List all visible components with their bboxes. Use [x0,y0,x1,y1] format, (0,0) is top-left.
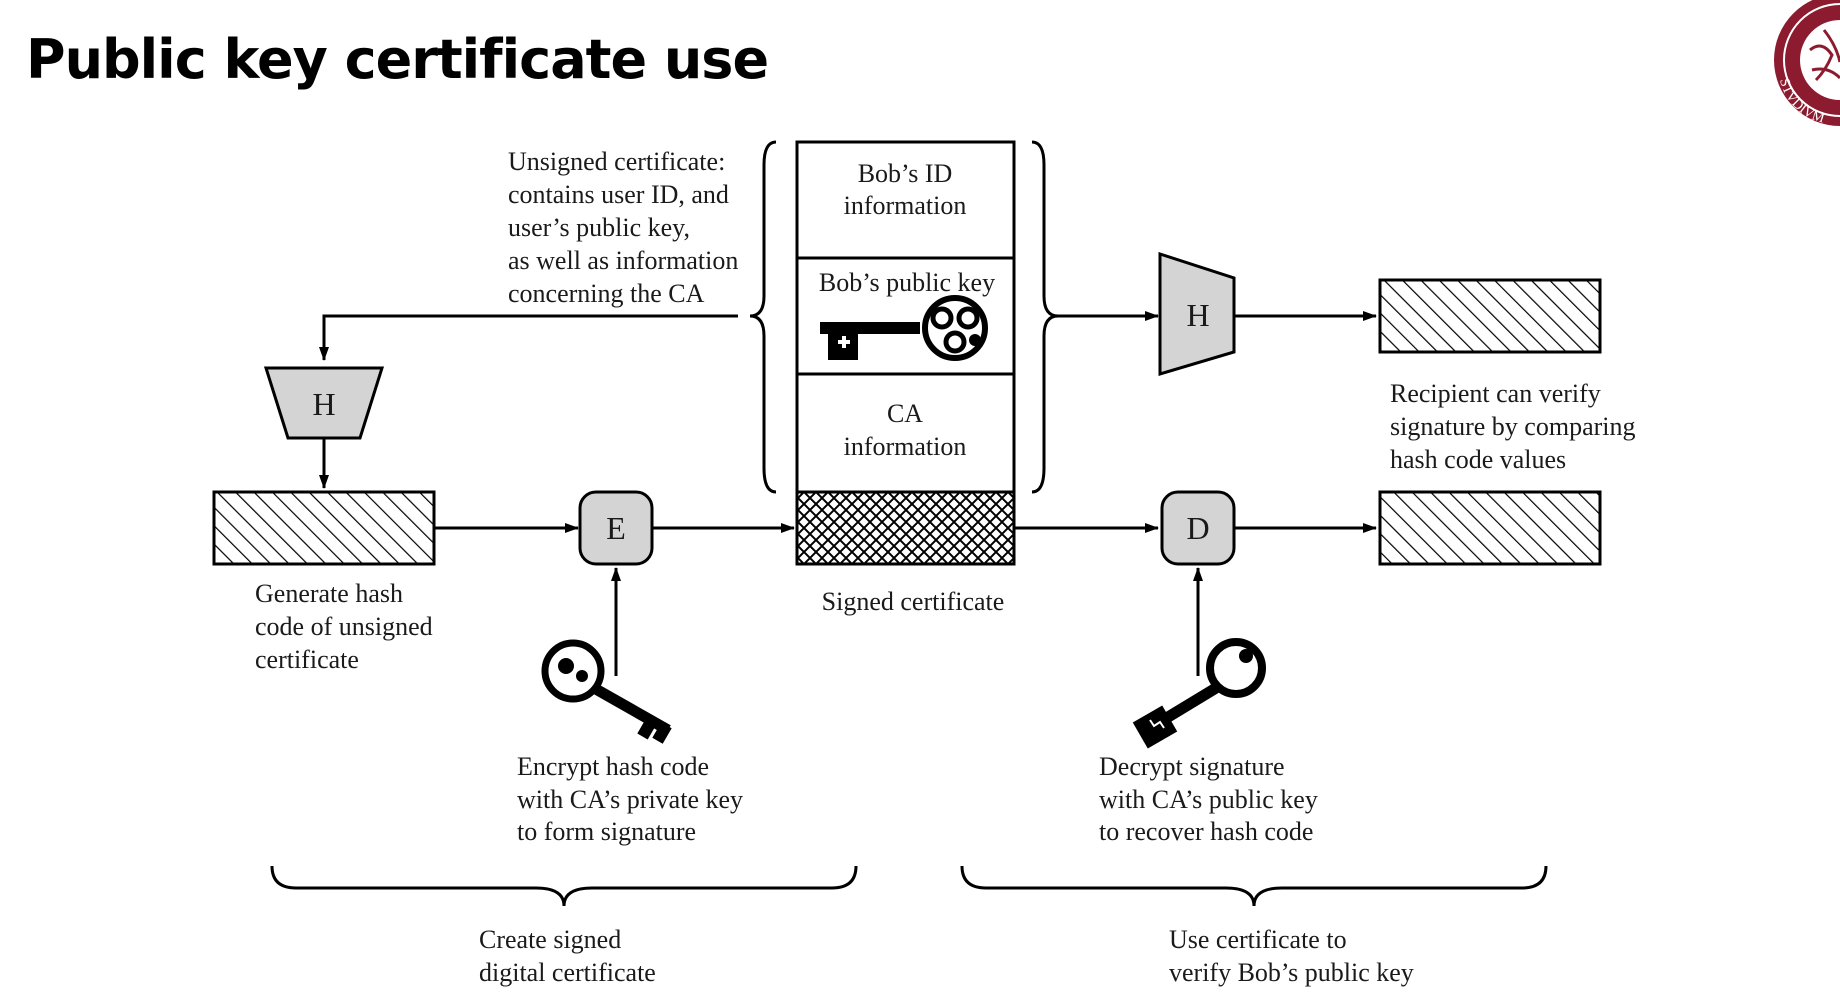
create-group-brace [270,865,858,907]
unsigned-note-line-5: concerning the CA [508,279,705,308]
signed-certificate-label: Signed certificate [822,587,1005,616]
use-group-line-2: verify Bob’s public key [1169,958,1414,987]
unsigned-note-line-2: contains user ID, and [508,180,729,209]
create-group-line-1: Create signed [479,925,621,954]
decrypted-hash-code-box [1378,490,1602,566]
generate-hash-line-2: code of unsigned [255,612,433,641]
decrypt-symbol: D [1186,510,1209,546]
encrypt-note-line-1: Encrypt hash code [517,752,709,781]
bob-public-key-label: Bob’s public key [819,268,995,297]
right-certificate-brace [1031,140,1059,494]
ca-public-key-icon [1132,638,1266,749]
unsigned-certificate-note: Unsigned certificate: contains user ID, … [508,147,738,308]
use-group-brace [960,865,1548,907]
encrypt-note-line-3: to form signature [517,817,696,846]
ca-info-label-2: information [844,432,967,461]
bob-id-label-1: Bob’s ID [858,159,953,188]
verify-note-line-1: Recipient can verify [1390,379,1601,408]
unsigned-note-line-3: user’s public key, [508,213,690,242]
encrypt-note: Encrypt hash code with CA’s private key … [517,752,743,846]
verify-note: Recipient can verify signature by compar… [1390,379,1636,474]
slide-title: Public key certificate use [26,28,769,91]
cert-field-bob-id [795,140,1016,260]
use-group-line-1: Use certificate to [1169,925,1347,954]
cert-field-ca-info [795,372,1016,494]
ca-info-label-1: CA [887,399,923,428]
decrypt-note: Decrypt signature with CA’s public key t… [1099,752,1318,846]
create-group-label: Create signed digital certificate [479,925,656,987]
generate-hash-line-3: certificate [255,645,359,674]
decrypt-note-line-2: with CA’s public key [1099,785,1318,814]
encrypt-function: E [578,490,654,566]
private-key-icon [541,639,672,744]
create-group-line-2: digital certificate [479,958,656,987]
generate-hash-line-1: Generate hash [255,579,403,608]
arrow-to-left-hash [319,314,738,361]
left-hash-function: H [263,366,385,440]
right-hash-function: H [1158,251,1236,377]
left-certificate-brace [749,140,777,494]
decrypt-note-line-3: to recover hash code [1099,817,1313,846]
use-group-label: Use certificate to verify Bob’s public k… [1169,925,1414,987]
right-hash-symbol: H [1186,297,1209,333]
decrypt-function: D [1160,490,1236,566]
bob-id-label-2: information [844,191,967,220]
unsigned-note-line-1: Unsigned certificate: [508,147,725,176]
encrypt-note-line-2: with CA’s private key [517,785,743,814]
left-hash-code-box [212,490,436,566]
recomputed-hash-code-box [1378,278,1602,354]
key-icon [820,295,988,361]
signature-block [795,490,1016,566]
generate-hash-note: Generate hash code of unsigned certifica… [255,579,433,674]
certificate-stack: Bob’s ID information Bob’s public key CA… [795,140,1016,616]
verify-note-line-3: hash code values [1390,445,1566,474]
encrypt-symbol: E [606,510,626,546]
unsigned-note-line-4: as well as information [508,246,738,275]
decrypt-note-line-1: Decrypt signature [1099,752,1285,781]
university-seal-logo: STVDIVM [1774,0,1840,127]
verify-note-line-2: signature by comparing [1390,412,1636,441]
left-hash-symbol: H [312,386,335,422]
